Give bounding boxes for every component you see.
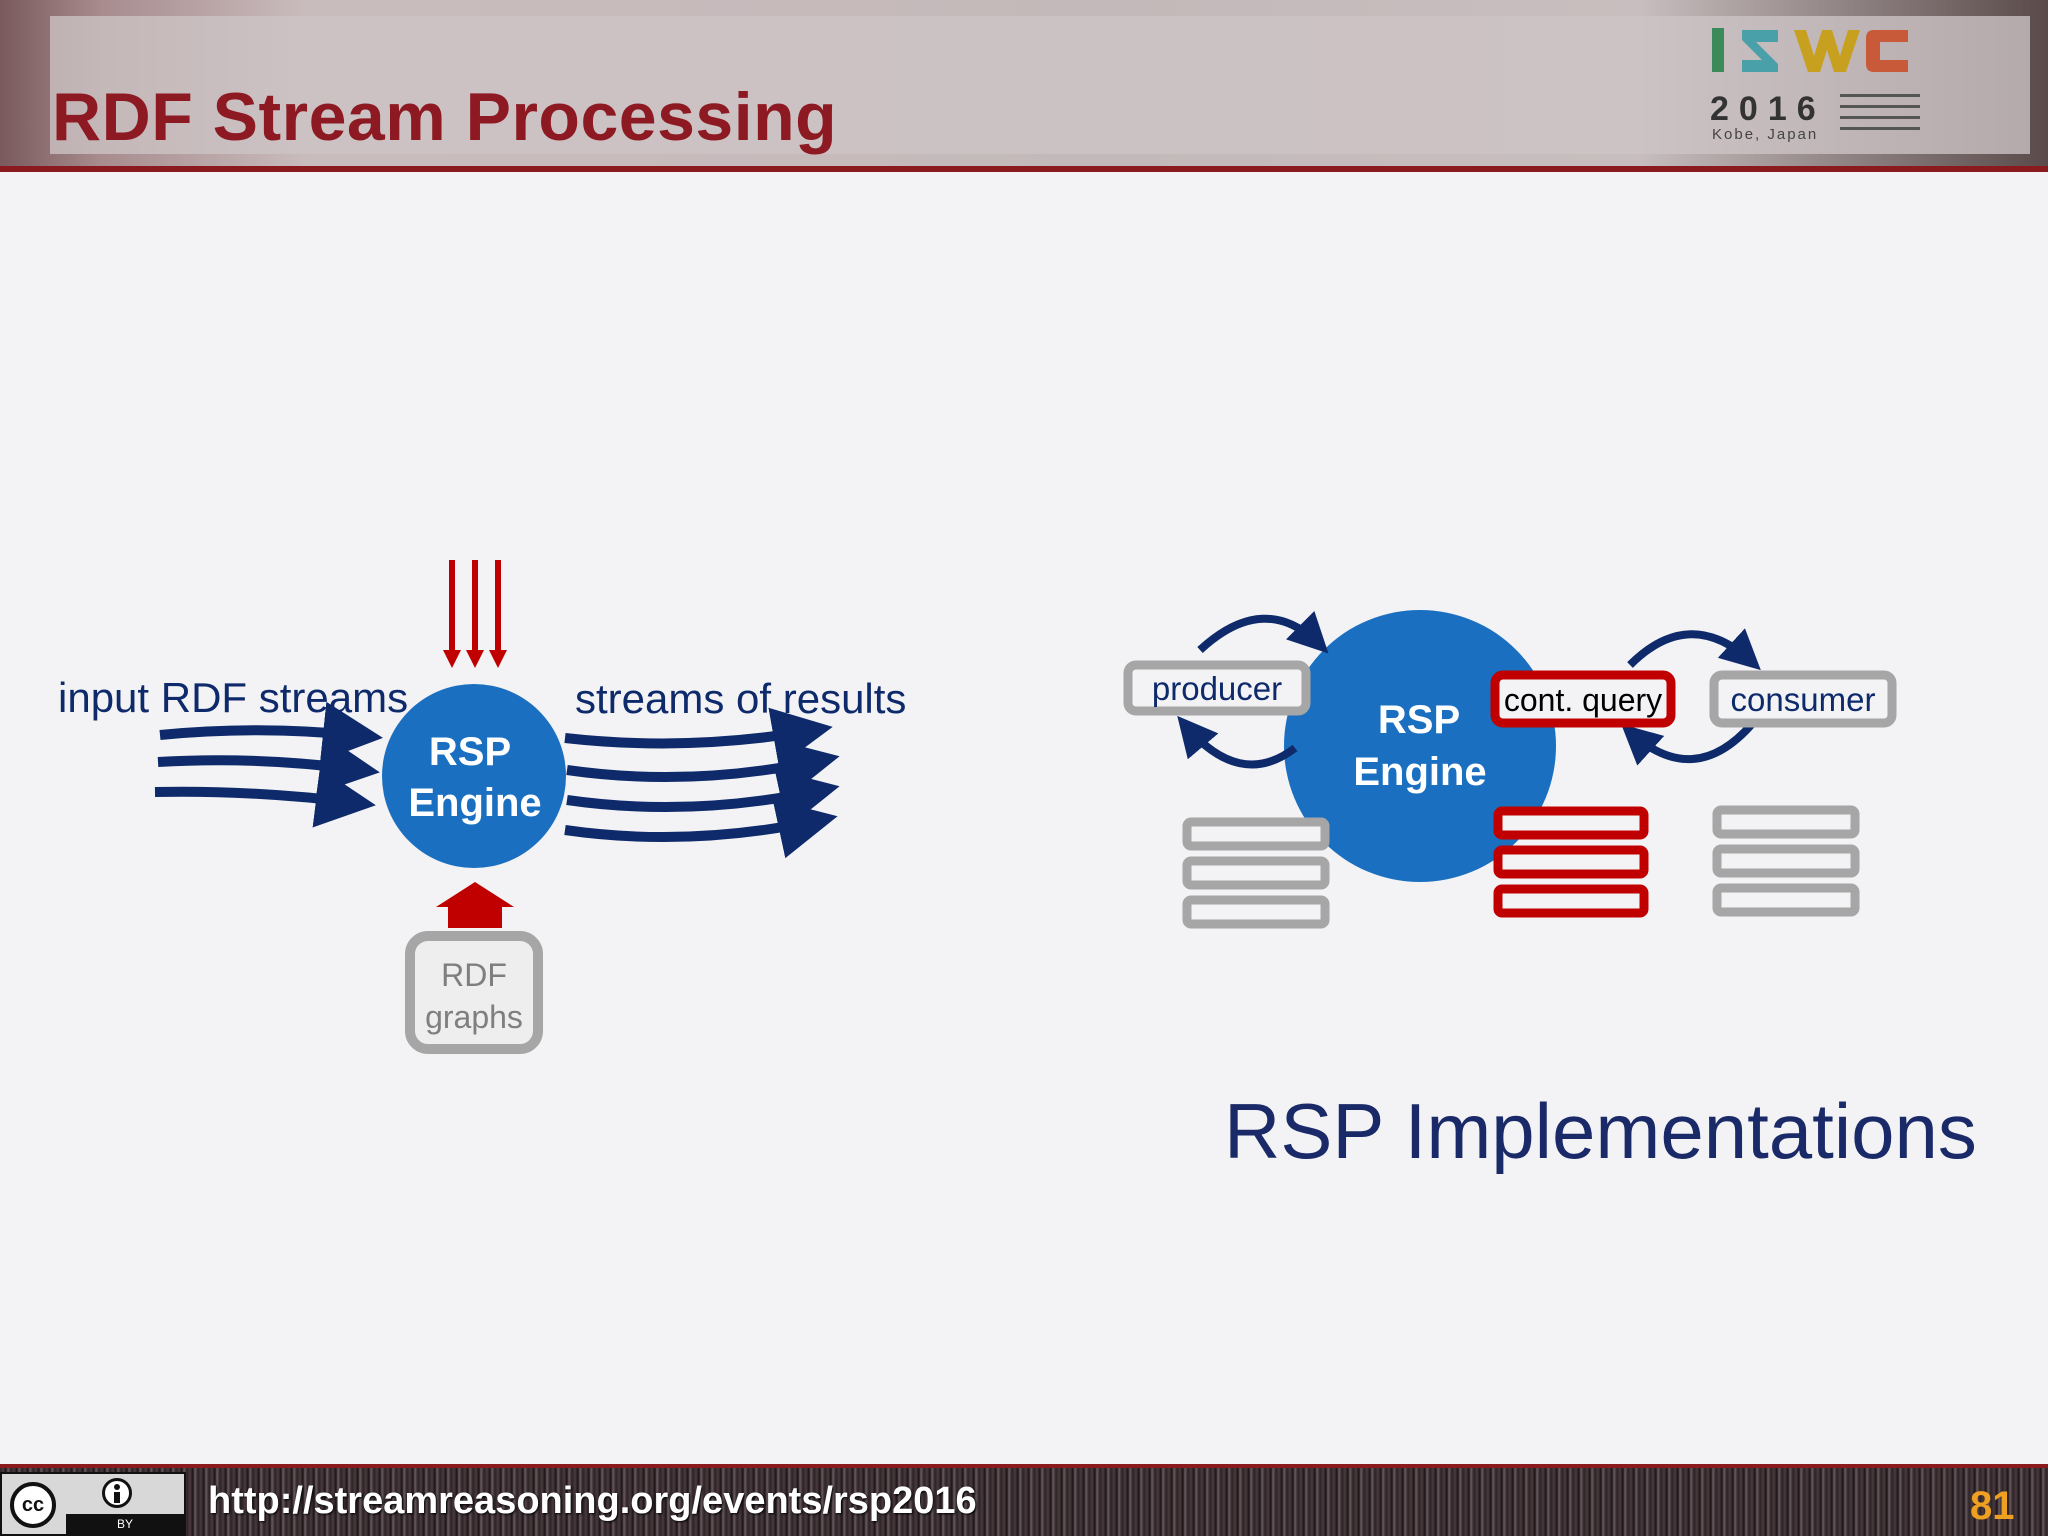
slide-footer: cc BY http://streamreasoning.org/events/… [0,1464,2048,1536]
data-bar [1493,884,1649,918]
by-label: BY [66,1514,184,1534]
rsp-engine-label: Engine [408,781,541,825]
consumer-push-arrow [1627,628,1761,671]
rdf-graphs-box [405,931,543,1054]
producer-label: producer [1152,670,1282,707]
producer-box [1123,660,1311,716]
query-data-stack [1493,806,1649,918]
data-bar [1493,806,1649,840]
rdf-graphs-label: graphs [425,999,523,1035]
producer-data-stack [1182,817,1330,929]
rsp-engine-label: RSP [1378,698,1460,742]
cc-icon: cc [10,1482,56,1528]
input-streams-label: input RDF streams [58,674,408,721]
slide-title: RDF Stream Processing [52,79,838,155]
output-streams-label: streams of results [575,675,906,722]
logo-place: Kobe, Japan [1712,126,1819,143]
data-bar [1712,844,1860,878]
creative-commons-by-icon[interactable]: cc BY [0,1472,186,1536]
right-diagram: producer RSP Engine cont. query consumer [1123,610,1897,929]
rsp-implementations-heading: RSP Implementations [1224,1087,1977,1175]
continuous-query-label: cont. query [1504,682,1662,718]
input-stream-arrows [154,701,383,828]
rsp-engine-label: RSP [429,730,511,774]
data-bar [1182,856,1330,890]
iswc-logo-mark [1712,28,1908,72]
rdf-graphs-label: RDF [441,957,507,993]
consumer-data-stack [1712,805,1860,917]
data-bar [1712,883,1860,917]
input-stream-arrow [154,767,376,828]
input-stream-arrow [159,701,383,762]
logo-year: 2016 [1710,90,1826,128]
producer-pull-arrow [1177,715,1298,769]
logo-fineprint [1840,94,1920,138]
producer-push-arrow [1197,611,1329,654]
input-stream-arrow [157,734,380,795]
footer-rule [0,1464,2048,1468]
consumer-box [1709,670,1897,728]
rsp-engine-label: Engine [1353,750,1486,794]
rsp-engine-circle [1284,610,1556,882]
output-stream-arrow [566,739,840,799]
iswc-logo: 2016 Kobe, Japan [1700,22,1930,152]
query-arrows [443,560,507,668]
consumer-label: consumer [1731,681,1876,718]
data-bar [1182,817,1330,851]
rsp-engine-circle [382,684,566,868]
data-bar [1493,845,1649,879]
attribution-person-icon [102,1478,132,1508]
data-bar [1712,805,1860,839]
continuous-query-box [1490,670,1676,728]
consumer-pull-arrow [1621,721,1756,766]
data-bar [1182,895,1330,929]
footer-url-link[interactable]: http://streamreasoning.org/events/rsp201… [208,1480,977,1522]
header-rule [0,166,2048,172]
left-diagram: RSP Engine input RDF streams streams of … [58,560,906,1054]
output-stream-arrow [564,799,838,859]
output-stream-arrow [566,769,840,829]
slide-header: RDF Stream Processing 2016 Kobe, Japan [0,0,2048,172]
page-number: 81 [1970,1484,2015,1528]
header-panel [50,16,2030,154]
output-stream-arrow [564,707,833,767]
output-stream-arrows [564,707,840,859]
graphs-arrow [436,882,514,928]
